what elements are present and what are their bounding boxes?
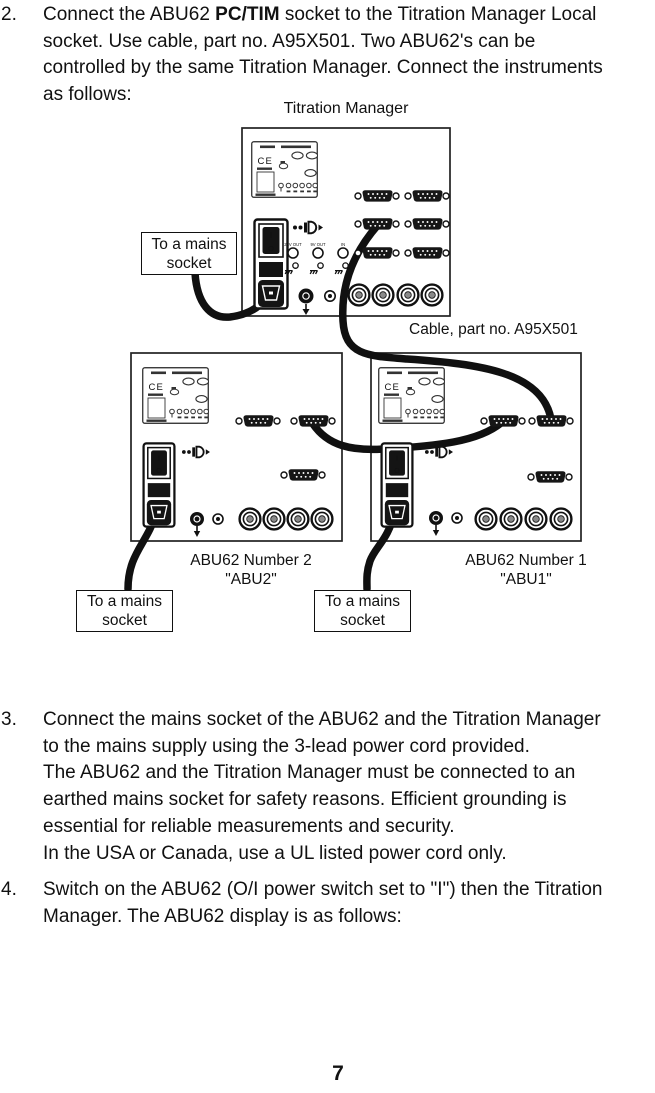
item-number: 4. <box>1 879 17 900</box>
jack-9v-out <box>312 247 324 259</box>
jack-label-9v-out: 9V OUT <box>310 242 326 247</box>
pc-tim-bold: PC/TIM <box>215 4 280 25</box>
connection-diagram: I O CE <box>0 95 655 655</box>
item-text: Connect the mains socket of the ABU62 an… <box>43 707 651 867</box>
text-line: socket. Use cable, part no. A95X501. Two… <box>43 30 536 52</box>
text-line: earthed mains socket for safety reasons.… <box>43 789 567 811</box>
text-line: The ABU62 and the Titration Manager must… <box>43 762 576 784</box>
mains-socket-callout-top: To a mains socket <box>141 232 237 275</box>
callout-line: socket <box>102 612 147 629</box>
power-entry-module <box>380 442 414 528</box>
bnc-connector-icon <box>238 507 262 531</box>
text-line: controlled by the same Titration Manager… <box>43 57 603 79</box>
item-number: 2. <box>1 4 17 25</box>
diagram-graphics: I O CE <box>124 127 582 593</box>
diagram-title: Titration Manager <box>283 100 409 117</box>
reference-jack <box>298 288 314 304</box>
aux-jack-pin <box>216 517 220 521</box>
earth-arrow-icon <box>302 309 310 315</box>
bnc-connector-icon <box>499 507 523 531</box>
jack-in <box>337 247 349 259</box>
item-number: 3. <box>1 709 17 730</box>
label-line: "ABU2" <box>225 571 277 588</box>
reference-jack <box>190 512 204 526</box>
bnc-connector-icon <box>371 283 395 307</box>
bnc-connector-icon <box>347 283 371 307</box>
certification-label <box>378 367 445 424</box>
text-line: as follows: <box>43 84 132 106</box>
reference-jack-ring <box>302 292 310 300</box>
text-line: essential for reliable measurements and … <box>43 815 455 837</box>
bnc-connector-icon <box>549 507 573 531</box>
label-line: "ABU1" <box>500 571 552 588</box>
mains-socket-callout-middle: To a mains socket <box>314 590 411 632</box>
instruction-item-2: 2. Connect the ABU62 PC/TIM socket to th… <box>0 2 651 109</box>
aux-jack-pin <box>455 516 459 520</box>
jack-label-22v-out: 22V OUT <box>284 242 302 247</box>
earth-arrow-icon <box>432 530 440 536</box>
label-line: ABU62 Number 1 <box>465 552 587 569</box>
text-line: Manager. The ABU62 display is as follows… <box>43 905 402 927</box>
reference-jack-ring <box>432 514 440 522</box>
text-line: Connect the mains socket of the ABU62 an… <box>43 709 601 730</box>
callout-line: socket <box>166 254 212 272</box>
certification-label <box>251 141 318 198</box>
earth-arrow-icon <box>193 531 201 537</box>
text-line: Connect the ABU62 PC/TIM socket to the T… <box>43 2 651 29</box>
label-line: ABU62 Number 2 <box>190 552 312 569</box>
certification-label <box>142 367 209 424</box>
abu2-label: ABU62 Number 2 "ABU2" <box>166 551 336 589</box>
power-entry-module <box>253 218 289 310</box>
bnc-connector-icon <box>286 507 310 531</box>
text-segment: Connect the ABU62 <box>43 4 216 25</box>
mains-cable-abu1 <box>363 509 398 593</box>
reference-jack <box>429 511 443 525</box>
aux-jack-pin <box>328 294 332 298</box>
item-text: Switch on the ABU62 (O/I power switch se… <box>43 877 651 930</box>
page-number: 7 <box>332 1062 344 1085</box>
bnc-connector-icon <box>262 507 286 531</box>
bnc-connector-icon <box>396 283 420 307</box>
callout-line: To a mains <box>151 235 227 253</box>
text-line: to the mains supply using the 3-lead pow… <box>43 735 530 757</box>
instruction-item-4: 4. Switch on the ABU62 (O/I power switch… <box>0 877 651 930</box>
tim-cable-a95x501 <box>339 222 555 423</box>
bnc-connector-icon <box>420 283 444 307</box>
callout-line: To a mains <box>87 593 162 610</box>
power-entry-module <box>142 442 176 528</box>
reference-jack-ring <box>193 515 201 523</box>
abu1-label: ABU62 Number 1 "ABU1" <box>441 551 611 589</box>
bnc-connector-icon <box>310 507 334 531</box>
mains-socket-callout-left: To a mains socket <box>76 590 173 632</box>
instruction-item-3: 3. Connect the mains socket of the ABU62… <box>0 707 651 867</box>
jack-label-in: IN <box>341 242 345 247</box>
callout-line: To a mains <box>325 593 400 610</box>
callout-line: socket <box>340 612 385 629</box>
cable-part-label: Cable, part no. A95X501 <box>409 321 578 338</box>
text-line: Switch on the ABU62 (O/I power switch se… <box>43 879 603 900</box>
item-text: Connect the ABU62 PC/TIM socket to the T… <box>43 2 651 109</box>
text-line: In the USA or Canada, use a UL listed po… <box>43 842 507 864</box>
text-segment: socket to the Titration Manager Local <box>279 4 597 25</box>
bnc-connector-icon <box>524 507 548 531</box>
bnc-connector-icon <box>474 507 498 531</box>
jack-22v-out <box>287 247 299 259</box>
